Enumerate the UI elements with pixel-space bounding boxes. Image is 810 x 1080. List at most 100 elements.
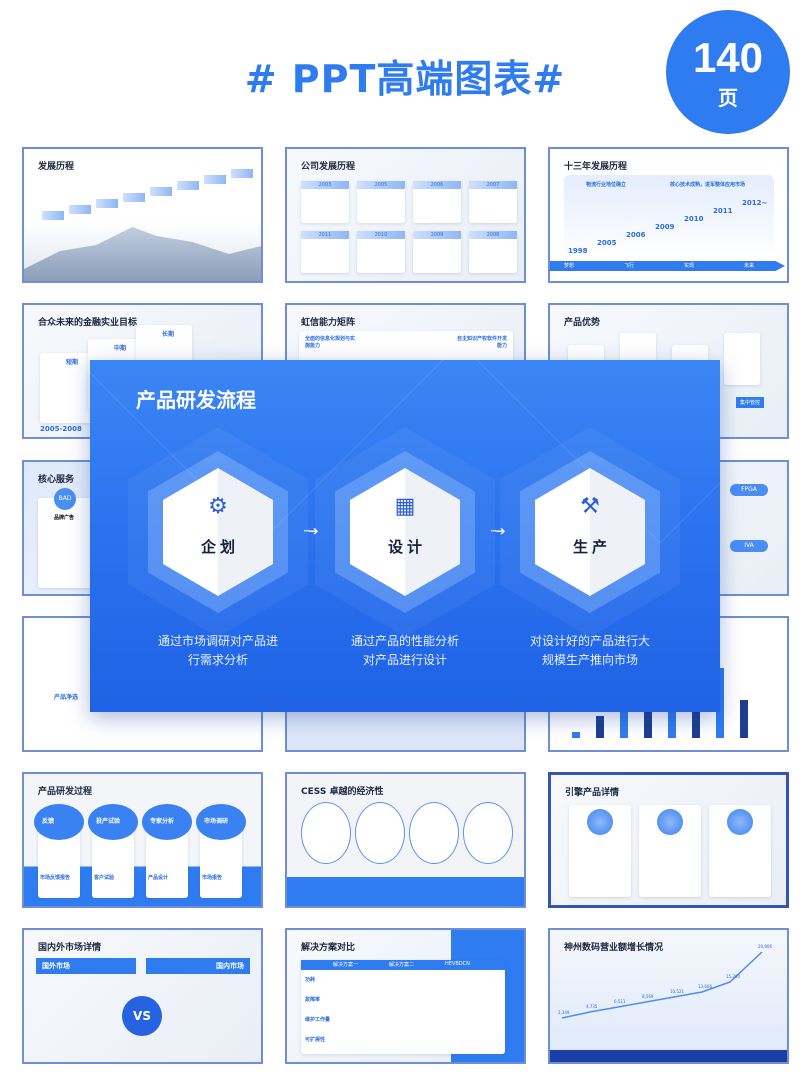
- period-label: 2005-2008: [40, 425, 82, 433]
- timeline-box: 2008: [469, 231, 517, 273]
- economy-circle: [409, 802, 459, 864]
- vs-circle: VS: [122, 996, 162, 1036]
- page-count-badge: 140 页: [666, 10, 790, 134]
- process-bubble: [196, 804, 246, 840]
- comparison-table: [301, 960, 505, 1054]
- service-card: [38, 498, 98, 588]
- timeline-box: 2005: [357, 181, 405, 223]
- year-label: 2009: [655, 223, 675, 231]
- value-label: 15,280: [726, 974, 740, 979]
- step-description-line1: 对设计好的产品进行大: [529, 634, 650, 648]
- process-step: 反馈: [42, 818, 55, 825]
- timeline-step: [123, 193, 145, 202]
- year-axis-band: [550, 1050, 787, 1062]
- goal-label: 中期: [114, 345, 127, 352]
- step-label: 生产: [572, 538, 611, 556]
- featured-slide: 产品研发流程 ⚙企划通过市场调研对产品进行需求分析···➔▦设计通过产品的性能分…: [90, 360, 720, 712]
- growth-line: [561, 951, 763, 1019]
- thumbnail-title: 产品优势: [564, 318, 601, 328]
- year-label: 2006: [413, 181, 461, 189]
- economy-circle: [463, 802, 513, 864]
- year-label: 1998: [568, 247, 588, 255]
- table-row-header: 可扩展性: [305, 1037, 326, 1043]
- service-label: 品牌广告: [54, 515, 75, 521]
- year-label: 2010: [357, 231, 405, 239]
- process-output: 客户试验: [94, 875, 115, 881]
- year-label: 2008: [469, 231, 517, 239]
- table-header-bar: [301, 960, 505, 970]
- timeline-step: [150, 187, 172, 196]
- thumbnail-title: 神州数码营业额增长情况: [564, 943, 664, 953]
- year-label: 2005: [597, 239, 617, 247]
- year-label: 2006: [626, 231, 646, 239]
- slide-thumbnail[interactable]: 引擎产品详情: [548, 772, 789, 908]
- chart-bar: [620, 698, 628, 738]
- domestic-market-header: 国内市场: [146, 958, 250, 974]
- table-column-header: 解决方案二: [389, 962, 415, 968]
- year-label: 2012~: [742, 199, 768, 207]
- table-column-header: 解决方案一: [333, 962, 359, 968]
- featured-slide-title: 产品研发流程: [136, 388, 256, 412]
- tech-pill: FPGA: [730, 484, 768, 496]
- economy-circle: [301, 802, 351, 864]
- goal-label: 长期: [162, 331, 175, 338]
- process-output: 市场反馈报告: [40, 875, 71, 881]
- matrix-label: 自主知识产权软件开发能力: [457, 336, 508, 349]
- thumbnail-title: CESS 卓越的经济性: [301, 787, 384, 797]
- timeline-step: [231, 169, 253, 178]
- step-description-line1: 通过市场调研对产品进: [157, 634, 278, 648]
- page-count-number: 140: [692, 34, 764, 81]
- engine-icon: [727, 809, 753, 835]
- thumbnail-title: 产品研发过程: [38, 787, 93, 797]
- product-link: 产品净选: [54, 694, 79, 701]
- chart-bar: [572, 732, 580, 738]
- year-label: 2003: [301, 181, 349, 189]
- step-description-line1: 通过产品的性能分析: [350, 634, 459, 648]
- timeline-box: 2007: [469, 181, 517, 223]
- process-output: 市场报告: [202, 875, 223, 881]
- table-row-header: 故障率: [305, 997, 321, 1003]
- thumbnail-title: 发展历程: [38, 162, 75, 172]
- engine-icon: [657, 809, 683, 835]
- thumbnail-title: 十三年发展历程: [564, 162, 628, 172]
- year-label: 2011: [301, 231, 349, 239]
- table-row-header: 功耗: [305, 977, 316, 983]
- banner-label: 物流行业地位确立: [586, 182, 627, 188]
- value-label: 10,521: [670, 989, 684, 994]
- value-label: 13,606: [698, 984, 712, 989]
- process-step: 投产试验: [96, 818, 121, 825]
- value-label: 6,511: [614, 999, 626, 1004]
- timeline-step: [69, 205, 91, 214]
- service-circle: BAD: [54, 488, 76, 510]
- chart-bar: [692, 692, 700, 738]
- engine-icon: [587, 809, 613, 835]
- slide-thumbnail[interactable]: 产品研发过程反馈市场反馈报告投产试验客户试验专家分析产品设计市场调研市场报告: [22, 772, 263, 908]
- thumbnail-title: 国内外市场详情: [38, 943, 102, 953]
- slide-thumbnail[interactable]: 发展历程: [22, 147, 263, 283]
- chart-bar: [716, 668, 724, 738]
- stage-label: 实现: [684, 263, 695, 269]
- process-output: 产品设计: [148, 875, 169, 881]
- page-count-unit: 页: [718, 86, 738, 110]
- timeline-box: 2011: [301, 231, 349, 273]
- blueprint-design-icon: ▦: [394, 494, 416, 519]
- goal-card: [40, 353, 96, 423]
- stage-label: 梦想: [564, 263, 575, 269]
- arrow-right-icon: ···➔: [490, 524, 505, 538]
- timeline-box: 2010: [357, 231, 405, 273]
- slide-thumbnail[interactable]: CESS 卓越的经济性: [285, 772, 526, 908]
- chart-bar: [740, 700, 748, 738]
- step-label: 企划: [200, 538, 239, 556]
- thumbnail-title: 核心服务: [38, 475, 75, 485]
- process-step: 市场调研: [204, 818, 229, 825]
- process-bubble: [88, 804, 138, 840]
- factory-production-icon: ⚒: [580, 494, 600, 519]
- stage-label: 未来: [744, 263, 755, 269]
- value-label: 4,735: [586, 1004, 598, 1009]
- year-label: 2010: [684, 215, 704, 223]
